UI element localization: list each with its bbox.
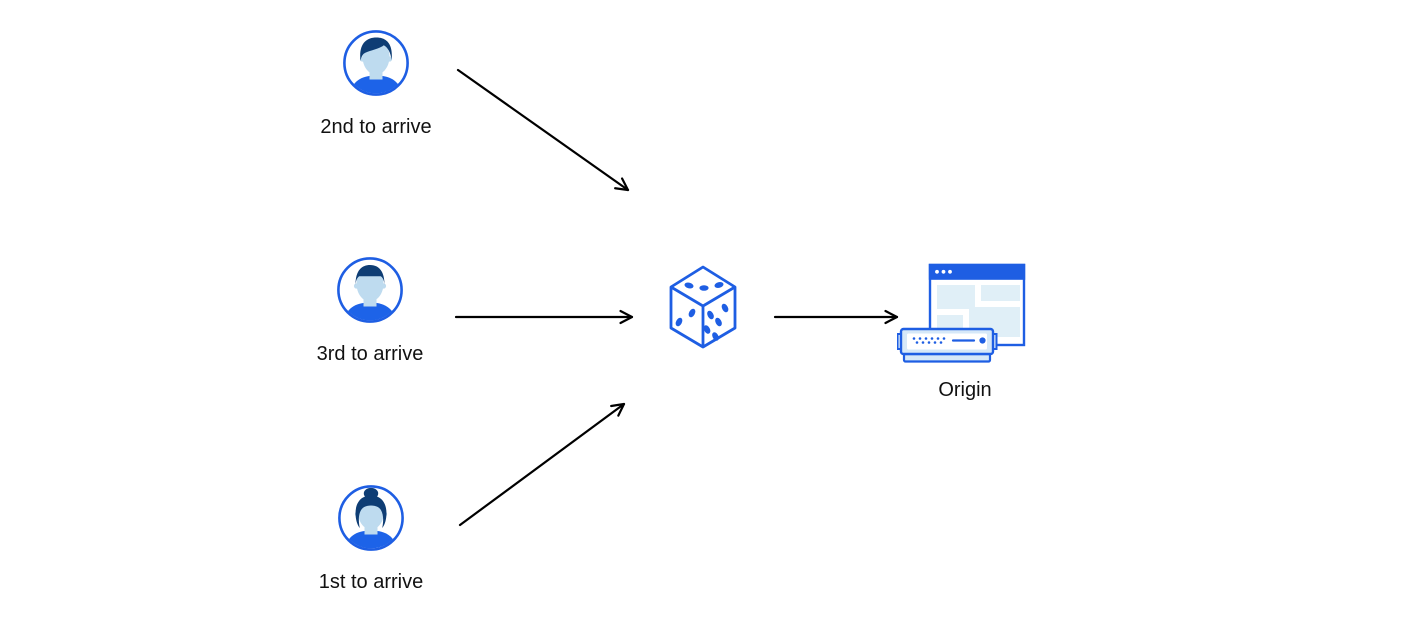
browser-window-dots (935, 269, 952, 274)
avatar-man-flat-top-icon (337, 257, 403, 323)
origin-server-icon (896, 263, 1028, 368)
dice-icon (666, 265, 740, 354)
edge-user1st-to-dice (458, 402, 626, 527)
origin-node (896, 263, 1028, 364)
user-node-2nd-to-arrive: 2nd to arrive (302, 30, 450, 138)
dice-pips (675, 282, 729, 341)
user-node-3rd-to-arrive: 3rd to arrive (298, 257, 442, 365)
avatar-woman-bun-icon (338, 485, 404, 551)
server-indicator-light (979, 337, 986, 344)
dice-node (666, 264, 740, 350)
avatar-man-swept-hair-icon (343, 30, 409, 96)
user-node-1st-to-arrive: 1st to arrive (301, 485, 441, 593)
origin-label: Origin (938, 379, 992, 401)
server-vent-dots (912, 337, 946, 344)
user-label-1st-to-arrive: 1st to arrive (318, 571, 424, 593)
server-box (896, 327, 998, 363)
edge-user2nd-to-dice (456, 68, 630, 192)
user-label-3rd-to-arrive: 3rd to arrive (316, 343, 424, 365)
browser-titlebar (928, 263, 1026, 280)
user-label-2nd-to-arrive: 2nd to arrive (320, 116, 432, 138)
